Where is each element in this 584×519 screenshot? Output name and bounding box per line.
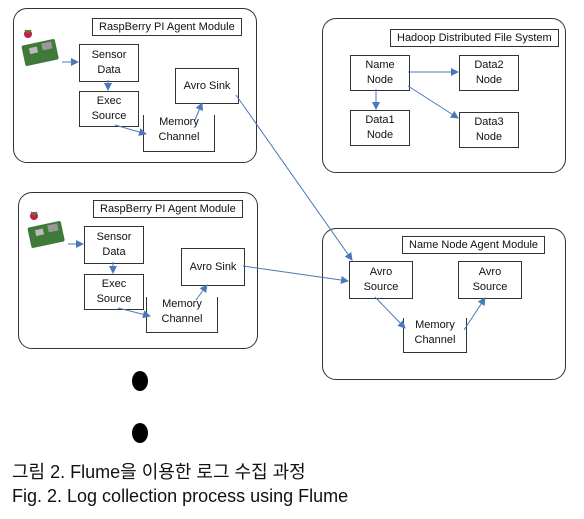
avro-sink-box-top: Avro Sink [175, 68, 239, 104]
data2-node-box: Data2 Node [459, 55, 519, 91]
exec-label: Exec [101, 278, 127, 290]
data-label: Data [102, 246, 126, 258]
memory-label: Memory [162, 298, 202, 310]
memory-label: Memory [415, 319, 455, 331]
sensor-label: Sensor [96, 231, 132, 243]
exec-source-box-bottom: Exec Source [84, 274, 144, 310]
arrow-memory-to-sink-top [194, 102, 204, 121]
name-label: Name [365, 59, 395, 71]
memory-channel-name-node: Memory Channel [403, 318, 467, 353]
name-node-box: Name Node [350, 55, 410, 91]
data3-label: Data3 [474, 116, 504, 128]
sensor-data-box-top: Sensor Data [79, 44, 139, 82]
memory-label: Memory [159, 116, 199, 128]
channel-label: Channel [161, 313, 203, 325]
avro-sink-box-bottom: Avro Sink [181, 248, 245, 286]
arrow-memory-to-avro-source-right [463, 297, 486, 331]
sensor-label: Sensor [91, 49, 127, 61]
ellipsis-dot-1 [132, 371, 148, 391]
hdfs-title: Hadoop Distributed File System [390, 29, 559, 47]
source-label: Source [96, 293, 132, 305]
avro-label: Avro [369, 266, 393, 278]
ellipsis-dot-2 [132, 423, 148, 443]
channel-label: Channel [414, 334, 456, 346]
raspberry-pi-board-icon [20, 28, 62, 66]
arrow-exec-to-memory-top [114, 124, 147, 136]
source-label: Source [363, 281, 399, 293]
sensor-data-box-bottom: Sensor Data [84, 226, 144, 264]
channel-label: Channel [158, 131, 200, 143]
exec-label: Exec [96, 95, 122, 107]
avro-sink-label: Avro Sink [189, 260, 237, 273]
data1-node-box: Data1 Node [350, 110, 410, 146]
source-label: Source [472, 281, 508, 293]
node-label: Node [366, 129, 394, 141]
exec-source-box-top: Exec Source [79, 91, 139, 127]
arrow-sink-bottom-to-avro-source [242, 265, 349, 284]
node-label: Node [475, 131, 503, 143]
pi-agent-title-bottom: RaspBerry PI Agent Module [93, 200, 243, 218]
raspberry-pi-board-icon [26, 210, 68, 248]
data-label: Data [97, 64, 121, 76]
node-label: Node [366, 74, 394, 86]
arrow-sink-top-to-avro-source [235, 94, 353, 261]
data1-label: Data1 [365, 114, 395, 126]
avro-label: Avro [478, 266, 502, 278]
source-label: Source [91, 110, 127, 122]
caption-korean: 그림 2. Flume을 이용한 로그 수집 과정 [12, 462, 306, 482]
arrow-exec-to-memory-bottom [117, 307, 151, 319]
avro-sink-label: Avro Sink [183, 79, 231, 92]
data3-node-box: Data3 Node [459, 112, 519, 148]
pi-agent-title-top: RaspBerry PI Agent Module [92, 18, 242, 36]
memory-channel-bottom: Memory Channel [146, 297, 218, 333]
arrow-name-node-to-data3 [407, 85, 459, 119]
node-label: Node [475, 74, 503, 86]
caption-english: Fig. 2. Log collection process using Flu… [12, 486, 349, 506]
name-node-agent-title: Name Node Agent Module [402, 236, 546, 254]
arrow-avro-source-to-memory [374, 296, 406, 329]
arrow-memory-to-sink-bottom [195, 284, 208, 301]
data2-label: Data2 [474, 59, 504, 71]
avro-source-right-box: Avro Source [458, 261, 522, 299]
avro-source-left-box: Avro Source [349, 261, 413, 299]
